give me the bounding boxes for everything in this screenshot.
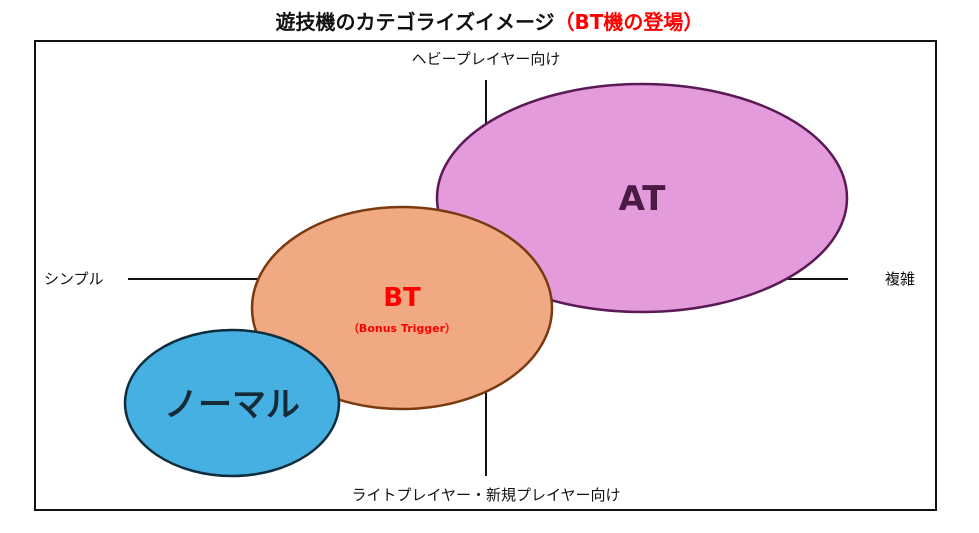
bt-sublabel: （Bonus Trigger） xyxy=(348,322,456,335)
normal-bubble xyxy=(123,328,341,478)
diagram-frame xyxy=(34,40,937,511)
axis-label-top: ヘビープレイヤー向け xyxy=(412,50,561,68)
at-label: AT xyxy=(619,179,667,219)
at-bubble xyxy=(435,82,849,314)
title-accent: （BT機の登場） xyxy=(554,10,704,34)
axis-label-left: シンプル xyxy=(44,270,104,288)
normal-label: ノーマル xyxy=(164,385,300,425)
axis-label-right: 複雑 xyxy=(885,270,915,288)
bt-label: BT xyxy=(383,283,421,313)
diagram-title: 遊技機のカテゴライズイメージ（BT機の登場） xyxy=(0,6,979,35)
title-main: 遊技機のカテゴライズイメージ xyxy=(275,10,555,34)
axis-label-bottom: ライトプレイヤー・新規プレイヤー向け xyxy=(351,486,620,504)
bt-bubble xyxy=(250,205,554,411)
